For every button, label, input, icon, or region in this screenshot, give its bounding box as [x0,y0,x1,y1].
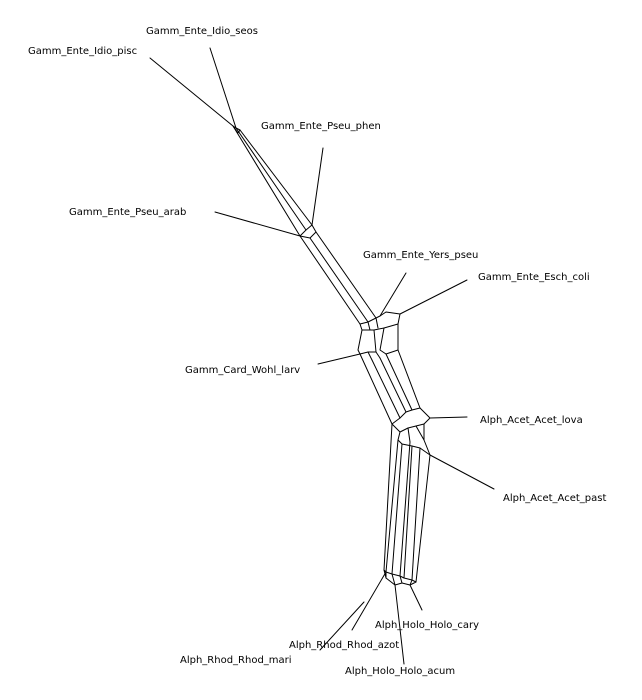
split-edge [415,454,431,583]
taxon-label-yers-pseu: Gamm_Ente_Yers_pseu [363,250,478,261]
split-edge [299,224,317,239]
taxon-label-esch-coli: Gamm_Ente_Esch_coli [478,272,590,283]
split-bundle-lower-mid [359,349,421,425]
taxon-label-wohl-larv: Gamm_Card_Wohl_larv [185,365,300,376]
edge-holo-cary [409,584,423,611]
taxon-label-acet-past: Alph_Acet_Acet_past [503,493,606,504]
taxon-label-rhod-mari: Alph_Rhod_Rhod_mari [180,655,292,666]
split-edge [315,231,377,319]
edge-rhod-azot [351,571,387,631]
split-edge [391,443,403,575]
split-edge [375,351,381,359]
split-edge [407,427,411,443]
edge-pseu-arab [214,211,301,237]
edge-holo-acum [394,584,405,665]
split-box-bottom [383,569,417,586]
split-edge [367,351,373,361]
split-edge [379,357,407,413]
taxon-label-holo-acum: Alph_Holo_Holo_acum [345,666,455,677]
taxon-label-pseu-phen: Gamm_Ente_Pseu_phen [261,121,381,132]
split-edge [399,575,403,584]
split-edge [409,579,413,586]
split-edge [235,127,307,231]
edge-wohl-larv [317,353,361,365]
edge-yers-pseu [379,272,407,317]
split-edge [367,321,371,331]
split-edge [299,235,361,325]
taxon-label-idio-seos: Gamm_Ente_Idio_seos [146,26,258,37]
split-edge [411,447,421,581]
split-edge [383,423,393,571]
edge-idio-seos [209,47,237,129]
split-edge [391,407,431,433]
split-knot-central [357,311,401,361]
split-edge [397,349,421,409]
edge-acet-lova [429,416,468,419]
split-edge [359,311,401,331]
split-edge [385,439,399,573]
edge-acet-past [429,454,495,490]
split-edge [383,569,417,586]
split-bundle-upper [232,125,313,237]
split-edge [399,441,411,577]
edge-idio-pisc [149,57,234,127]
pendant-edges [149,47,495,665]
edge-pseu-phen [311,147,324,226]
split-bundle-lower [383,423,431,583]
taxon-labels: Gamm_Ente_Idio_seos Gamm_Ente_Idio_pisc … [28,26,606,677]
split-bundle-middle [299,231,377,325]
split-edge [357,329,377,355]
split-edge [397,425,431,456]
split-box-pseu [299,224,317,239]
taxon-label-pseu-arab: Gamm_Ente_Pseu_arab [69,207,186,218]
split-edge [359,353,393,425]
split-edge [309,237,369,323]
edge-esch-coli [399,279,468,315]
split-box-acet [391,407,431,456]
taxon-label-rhod-azot: Alph_Rhod_Rhod_azot [289,640,399,651]
edge-rhod-mari [319,601,365,651]
split-edge [239,129,313,226]
taxon-label-holo-cary: Alph_Holo_Holo_cary [375,620,479,631]
split-edge [391,573,396,586]
taxon-label-idio-pisc: Gamm_Ente_Idio_pisc [28,46,137,57]
split-edge [403,445,413,579]
split-edge [385,353,413,411]
split-edge [375,317,379,329]
split-edge [232,125,301,237]
taxon-label-acet-lova: Alph_Acet_Acet_lova [480,415,583,426]
split-edge [371,359,401,419]
